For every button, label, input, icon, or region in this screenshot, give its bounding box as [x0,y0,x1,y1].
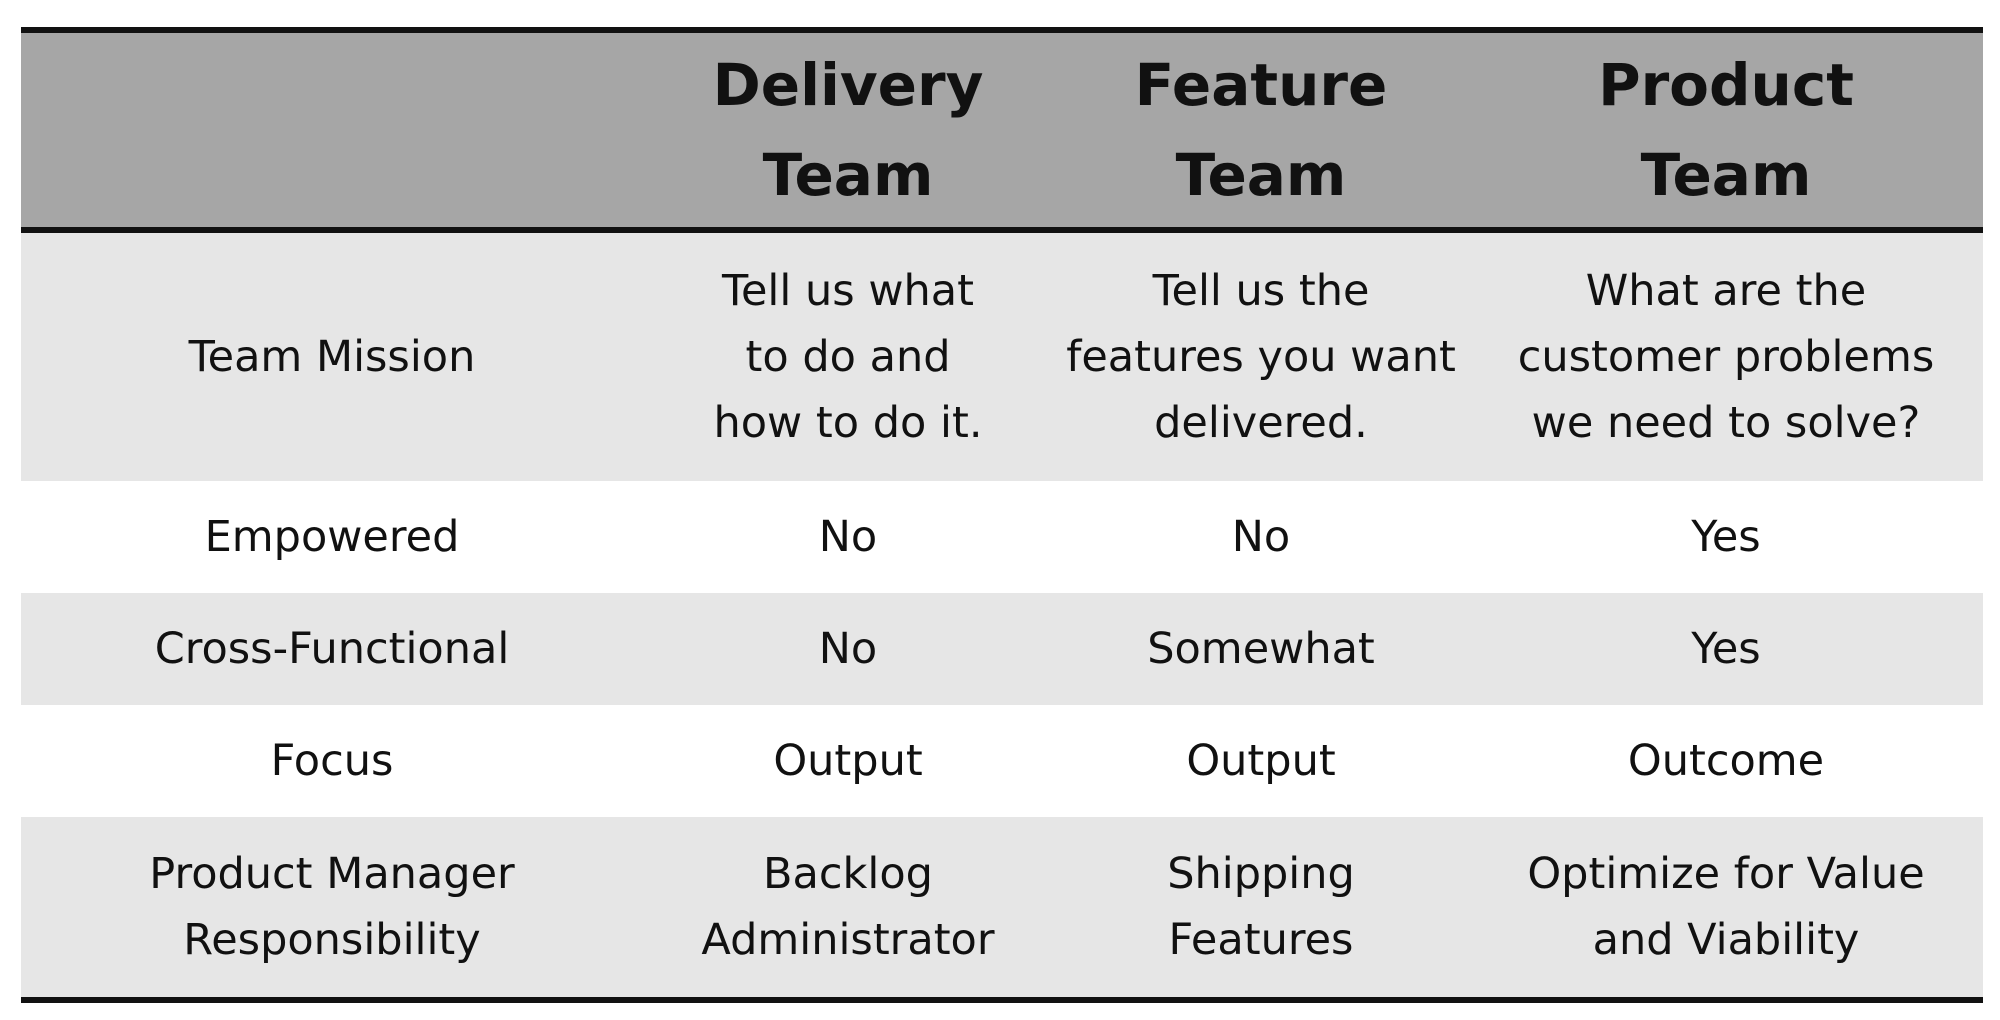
cell-text: No [818,624,878,674]
header-row-label-cell [21,33,643,227]
row-label-text: Product Manager Responsibility [149,849,515,965]
focus-product-cell: Outcome [1469,705,1983,817]
table-row-cross-functional: Cross-Functional No Somewhat Yes [21,593,1983,705]
cell-text: Somewhat [1147,624,1375,674]
cell-text: Shipping Features [1167,849,1355,965]
cross-functional-product-cell: Yes [1469,593,1983,705]
empowered-delivery-cell: No [643,481,1053,593]
header-delivery-team-label: Delivery Team [712,51,984,209]
cell-text: Yes [1691,512,1761,562]
empowered-feature-cell: No [1053,481,1469,593]
row-label-text: Empowered [204,512,460,562]
team-mission-feature-cell: Tell us the features you want delivered. [1053,233,1469,481]
focus-feature-cell: Output [1053,705,1469,817]
team-mission-product-cell: What are the customer problems we need t… [1469,233,1983,481]
pm-responsibility-delivery-cell: Backlog Administrator [643,817,1053,997]
row-label-team-mission: Team Mission [21,233,643,481]
cell-text: What are the customer problems we need t… [1517,266,1935,448]
cell-text: Outcome [1627,736,1825,786]
cell-text: No [1231,512,1291,562]
table-row-empowered: Empowered No No Yes [21,481,1983,593]
header-product-team-label: Product Team [1598,51,1854,209]
cross-functional-feature-cell: Somewhat [1053,593,1469,705]
row-label-text: Cross-Functional [154,624,510,674]
cell-text: Optimize for Value and Viability [1527,849,1925,965]
cell-text: Output [1186,736,1336,786]
table-row-team-mission: Team Mission Tell us what to do and how … [21,233,1983,481]
pm-responsibility-feature-cell: Shipping Features [1053,817,1469,997]
row-label-focus: Focus [21,705,643,817]
header-delivery-team: Delivery Team [643,33,1053,227]
row-label-text: Focus [270,736,394,786]
table-header-row: Delivery Team Feature Team Product Team [21,33,1983,233]
cell-text: Backlog Administrator [701,849,995,965]
cell-text: Tell us what to do and how to do it. [713,266,983,448]
cross-functional-delivery-cell: No [643,593,1053,705]
header-product-team: Product Team [1469,33,1983,227]
table-row-product-manager-responsibility: Product Manager Responsibility Backlog A… [21,817,1983,997]
empowered-product-cell: Yes [1469,481,1983,593]
row-label-empowered: Empowered [21,481,643,593]
cell-text: Output [773,736,923,786]
header-feature-team: Feature Team [1053,33,1469,227]
row-label-cross-functional: Cross-Functional [21,593,643,705]
header-feature-team-label: Feature Team [1134,51,1388,209]
focus-delivery-cell: Output [643,705,1053,817]
row-label-product-manager-responsibility: Product Manager Responsibility [21,817,643,997]
pm-responsibility-product-cell: Optimize for Value and Viability [1469,817,1983,997]
row-label-text: Team Mission [188,332,476,382]
cell-text: Yes [1691,624,1761,674]
cell-text: No [818,512,878,562]
team-comparison-table: Delivery Team Feature Team Product Team … [21,27,1983,1003]
cell-text: Tell us the features you want delivered. [1066,266,1456,448]
team-mission-delivery-cell: Tell us what to do and how to do it. [643,233,1053,481]
table-row-focus: Focus Output Output Outcome [21,705,1983,817]
